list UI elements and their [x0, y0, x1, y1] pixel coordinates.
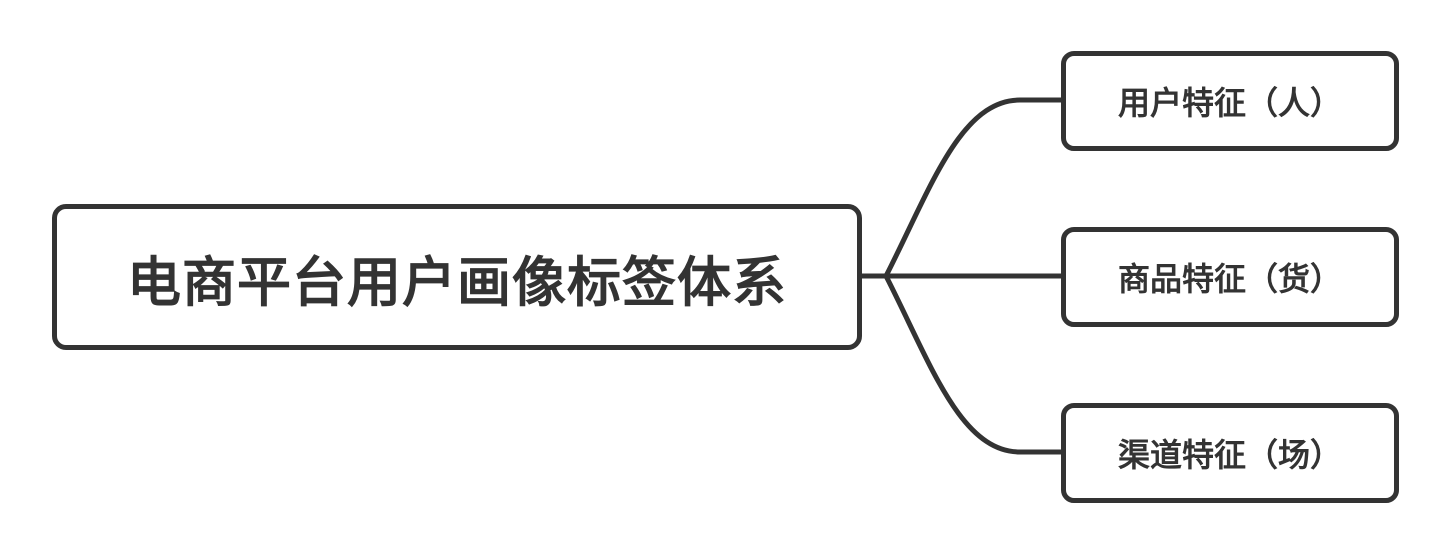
- branch-node-user-features[interactable]: 用户特征（人）: [1061, 51, 1399, 151]
- branch-node-label: 渠道特征（场）: [1117, 436, 1342, 474]
- connector-to-user-features: [883, 97, 1064, 279]
- branch-node-channel-features[interactable]: 渠道特征（场）: [1061, 403, 1399, 503]
- branch-node-label: 商品特征（货）: [1117, 260, 1342, 298]
- branch-node-product-features[interactable]: 商品特征（货）: [1061, 227, 1399, 327]
- root-node-label: 电商平台用户画像标签体系: [127, 250, 787, 314]
- root-node[interactable]: 电商平台用户画像标签体系: [52, 204, 862, 350]
- connector-to-channel-features: [883, 273, 1064, 455]
- branch-node-label: 用户特征（人）: [1117, 84, 1342, 122]
